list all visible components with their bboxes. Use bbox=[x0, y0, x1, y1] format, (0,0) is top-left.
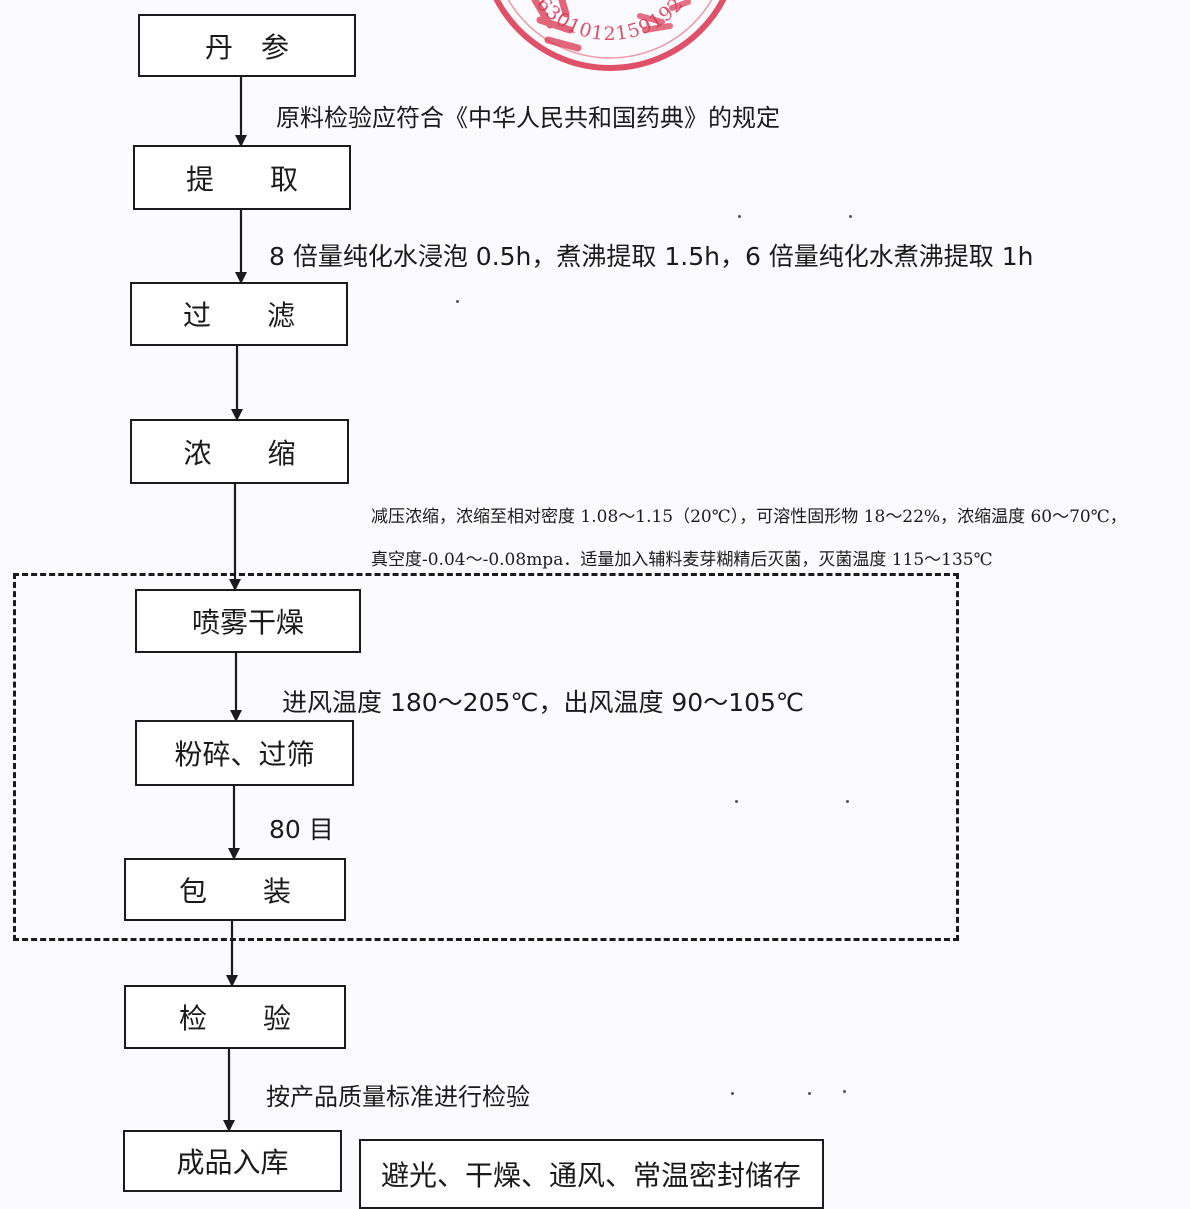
note-mesh: 80 目 bbox=[269, 815, 334, 844]
step-danshen-label: 丹 参 bbox=[204, 30, 289, 64]
note-raw-material: 原料检验应符合《中华人民共和国药典》的规定 bbox=[276, 104, 780, 132]
scan-speck bbox=[738, 215, 741, 218]
storage-condition-label: 避光、干燥、通风、常温密封储存 bbox=[381, 1159, 802, 1192]
step-inspect: 检 验 bbox=[124, 985, 346, 1049]
step-inspect-label: 检 验 bbox=[178, 1002, 291, 1035]
scan-speck bbox=[735, 800, 738, 803]
step-concentrate-label: 浓 缩 bbox=[183, 436, 296, 470]
step-extract-label: 提 取 bbox=[185, 162, 298, 196]
note-concentration-line2: 真空度-0.04～-0.08mpa．适量加入辅料麦芽糊精后灭菌，灭菌温度 115… bbox=[371, 550, 993, 570]
note-spray-temperature: 进风温度 180～205℃，出风温度 90～105℃ bbox=[282, 688, 805, 717]
scan-speck bbox=[843, 1090, 846, 1093]
step-danshen: 丹 参 bbox=[138, 14, 356, 77]
step-crush-sieve-label: 粉碎、过筛 bbox=[174, 738, 315, 771]
step-concentrate: 浓 缩 bbox=[130, 419, 349, 484]
scan-speck bbox=[846, 800, 849, 803]
step-package-label: 包 装 bbox=[178, 874, 291, 908]
clean-area-boundary bbox=[13, 573, 959, 941]
note-concentration-line1: 减压浓缩，浓缩至相对密度 1.08～1.15（20℃），可溶性固形物 18～22… bbox=[371, 507, 1127, 527]
scan-speck bbox=[808, 1092, 811, 1095]
scan-speck bbox=[731, 1092, 734, 1095]
step-storage: 成品入库 bbox=[123, 1130, 342, 1192]
red-seal: 6301012159192 bbox=[493, 0, 727, 71]
step-extract: 提 取 bbox=[133, 145, 351, 210]
step-crush-sieve: 粉碎、过筛 bbox=[135, 720, 354, 786]
scan-speck bbox=[456, 300, 459, 303]
scan-speck bbox=[849, 215, 852, 218]
step-spray-dry: 喷雾干燥 bbox=[135, 589, 361, 653]
step-spray-dry-label: 喷雾干燥 bbox=[191, 606, 304, 639]
note-extraction: 8 倍量纯化水浸泡 0.5h，煮沸提取 1.5h，6 倍量纯化水煮沸提取 1h bbox=[269, 242, 1034, 271]
step-filter: 过 滤 bbox=[130, 282, 348, 346]
step-package: 包 装 bbox=[124, 858, 346, 921]
note-quality-inspection: 按产品质量标准进行检验 bbox=[266, 1083, 530, 1111]
storage-condition-box: 避光、干燥、通风、常温密封储存 bbox=[359, 1139, 824, 1209]
step-storage-label: 成品入库 bbox=[176, 1146, 289, 1179]
step-filter-label: 过 滤 bbox=[182, 299, 295, 332]
